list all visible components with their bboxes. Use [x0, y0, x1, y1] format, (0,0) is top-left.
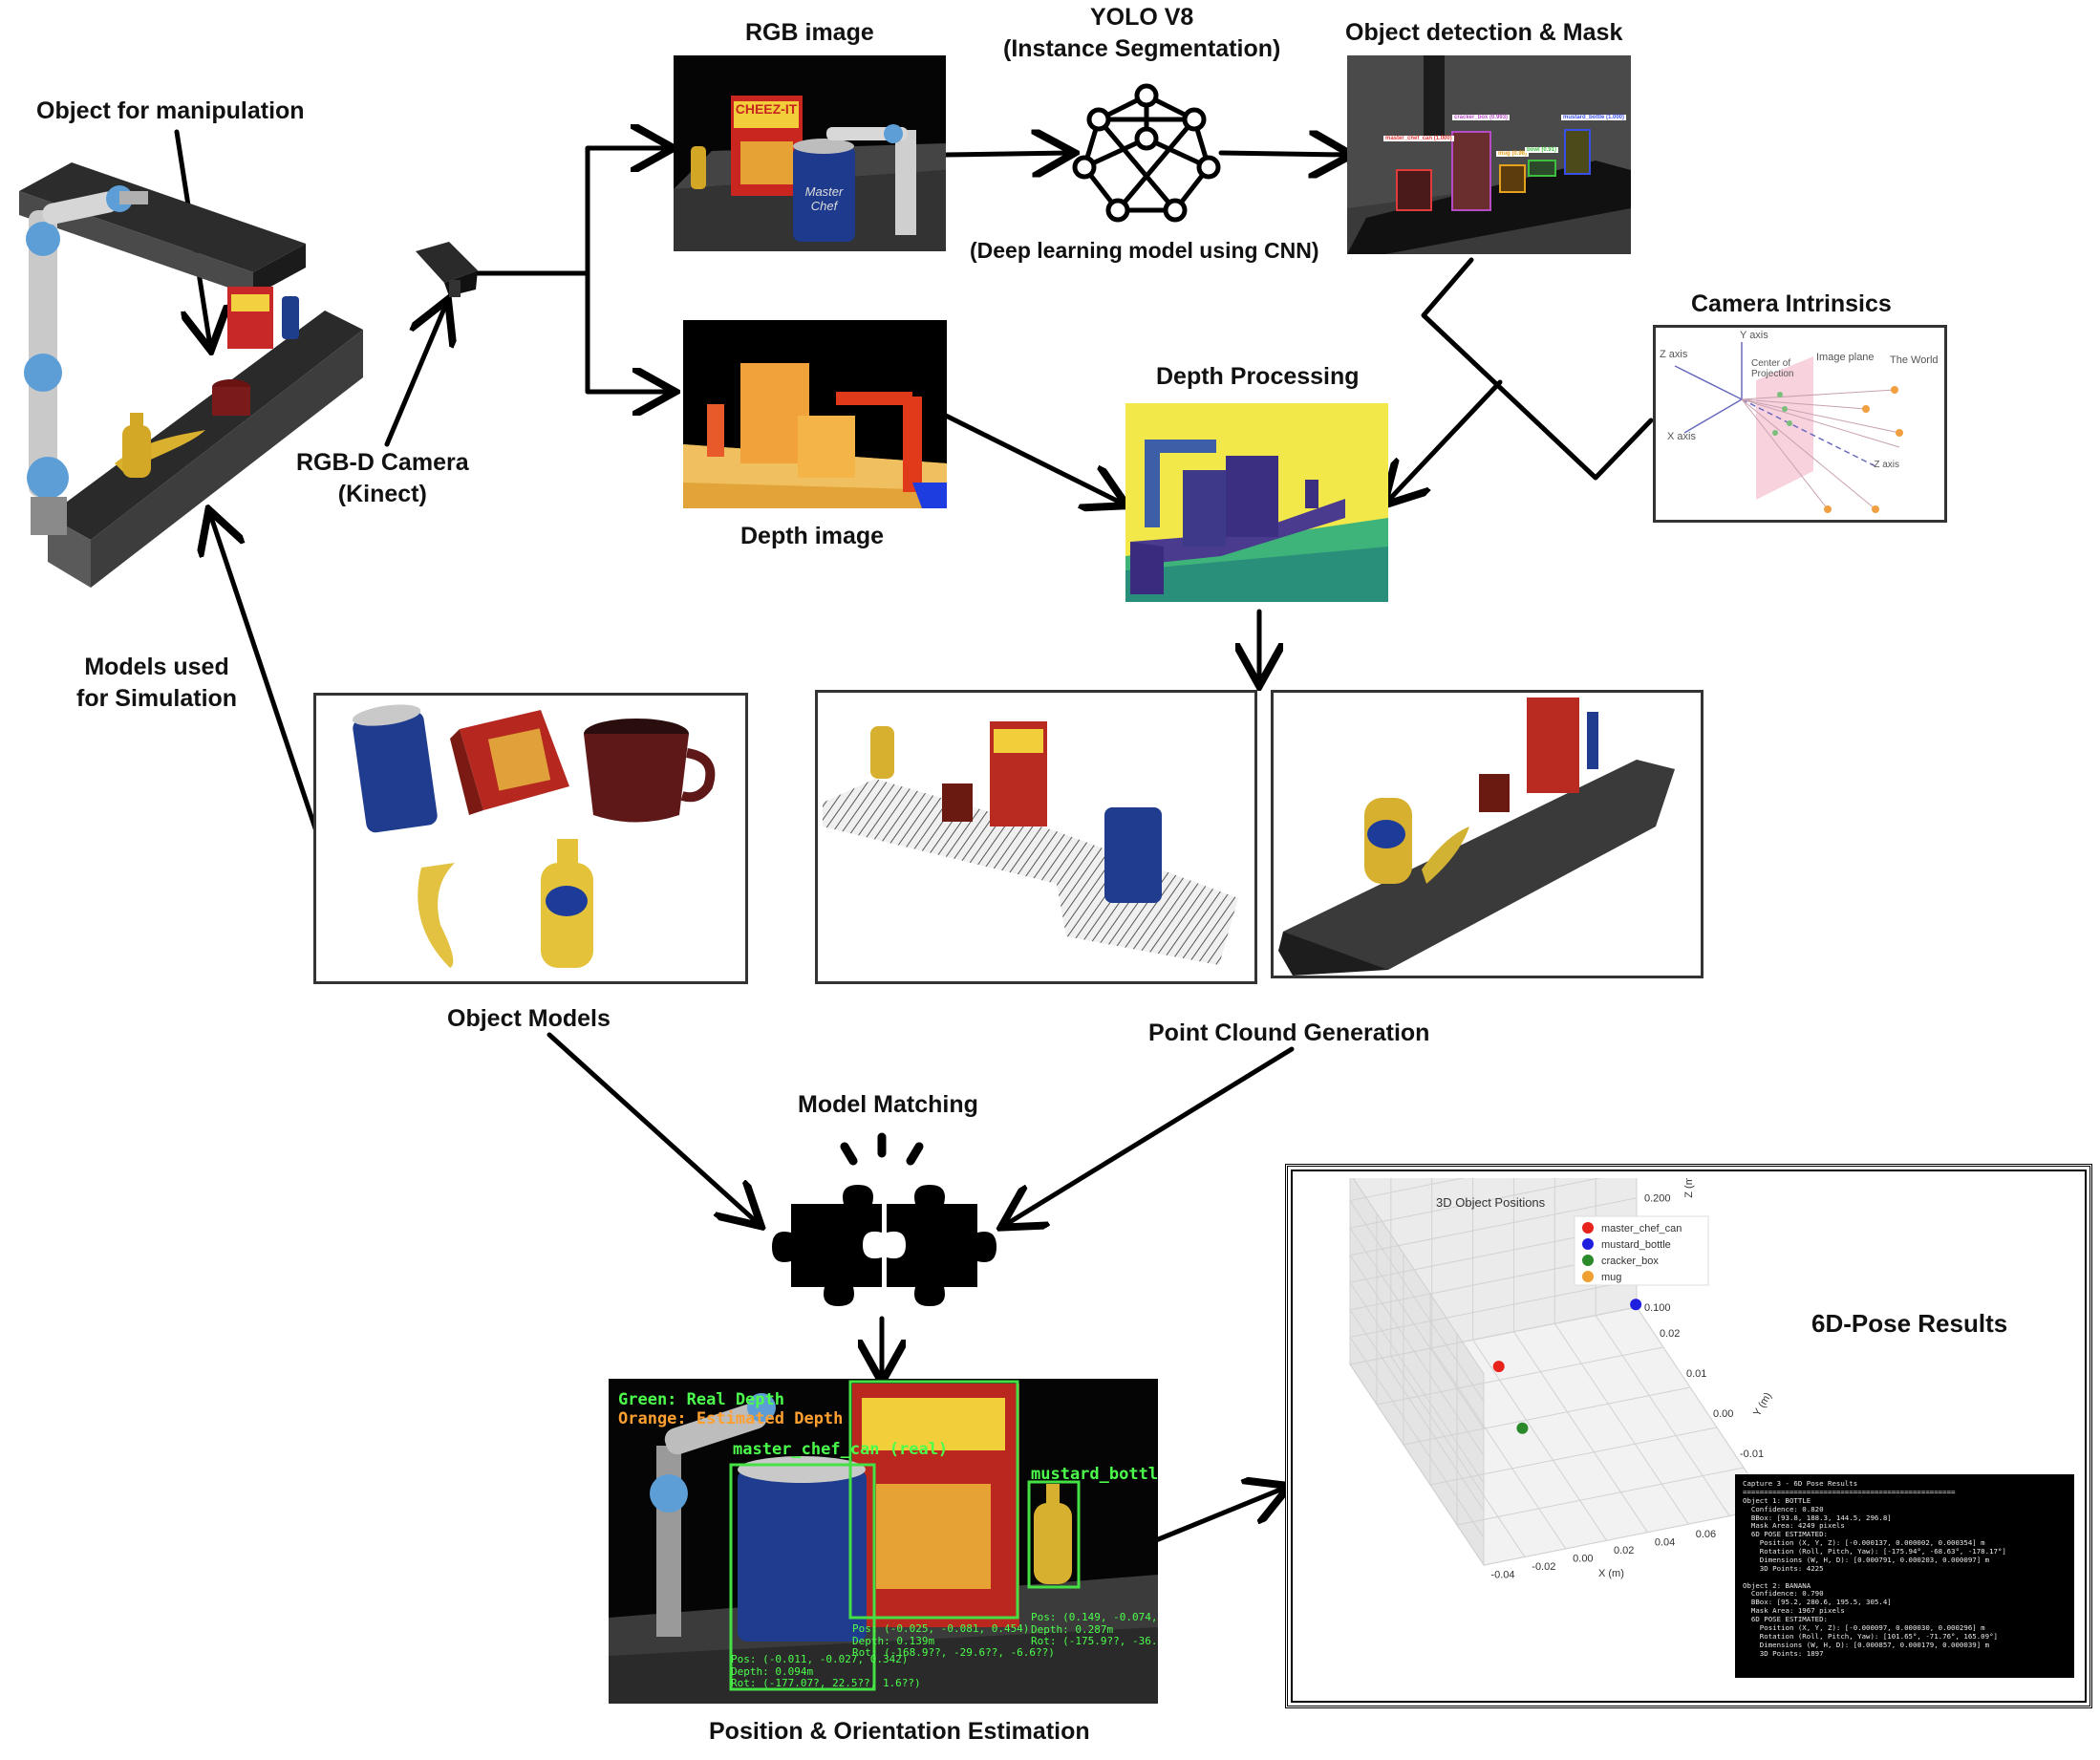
chart-title: 3D Object Positions [1436, 1195, 1546, 1210]
results-console: Capture 3 - 6D Pose Results ============… [1735, 1474, 2074, 1678]
legend-entry: cracker_box [1601, 1256, 1659, 1267]
x-tick-label: 0.00 [1573, 1554, 1593, 1565]
legend-estimated-depth: Orange: Estimated Depth [618, 1409, 844, 1428]
scatter-3d-chart: -0.04-0.020.000.020.040.060.08-0.02-0.01… [1349, 1178, 1790, 1581]
cheezit-brand-text: CHEEZ-IT [735, 101, 798, 117]
x-tick-label: 0.02 [1614, 1545, 1634, 1556]
models-used-label: Models used for Simulation [76, 654, 238, 712]
data-point-mustard_bottle [1630, 1299, 1642, 1311]
grid-line [1349, 1363, 1485, 1566]
camera-intrinsics-panel: Z axis Y axis X axis Center of Projectio… [1653, 325, 1947, 523]
puzzle-icon [772, 1132, 996, 1306]
grid-line [1390, 1356, 1526, 1557]
pose-estimation-panel: Green: Real Depth Orange: Estimated Dept… [609, 1379, 1158, 1704]
kinect-camera-icon [416, 242, 478, 297]
grid-line [1349, 1255, 1485, 1456]
depth-image-label: Depth image [740, 523, 885, 549]
grid-line [1513, 1331, 1648, 1533]
x-tick-label: 0.06 [1696, 1529, 1716, 1540]
z-axis-text: Z axis [1660, 349, 1688, 360]
grid-line [1431, 1347, 1567, 1550]
mustard-detection-label: mustard_bottle [1031, 1465, 1158, 1484]
depth-image-panel [683, 320, 947, 508]
object-detection-panel: master_chef_can (1.000) cracker_box (0.99… [1347, 55, 1631, 254]
z-tick-label: 0.200 [1644, 1193, 1671, 1205]
robot-simulation-scene [19, 162, 363, 588]
legend-marker [1582, 1222, 1594, 1234]
x-tick-label: -0.04 [1490, 1570, 1514, 1581]
object-detection-label: Object detection & Mask [1345, 19, 1623, 46]
legend-marker [1582, 1238, 1594, 1250]
yolo-caption-label: (Deep learning model using CNN) [970, 238, 1319, 263]
detection-tag: bowl (0.91) [1525, 147, 1559, 153]
world-text: The World [1890, 354, 1939, 366]
depth-processing-panel [1125, 403, 1388, 602]
position-orientation-label: Position & Orientation Estimation [709, 1718, 1090, 1745]
can-pose-text: Pos: (-0.011, -0.027, 0.342)Depth: 0.094… [731, 1653, 921, 1690]
image-plane-text: Image plane [1816, 352, 1875, 363]
model-matching-label: Model Matching [798, 1091, 978, 1118]
legend-entry: master_chef_can [1601, 1223, 1682, 1234]
grid-line [1472, 1340, 1607, 1541]
grid-line [1554, 1322, 1689, 1525]
detection-tag: master_chef_can (1.000) [1383, 136, 1454, 141]
x-axis-text: X axis [1667, 431, 1696, 442]
grid-line [1349, 1337, 1485, 1538]
y-tick-label: 0.02 [1660, 1328, 1680, 1340]
pose-results-title: 6D-Pose Results [1811, 1309, 2008, 1338]
grid-line [1456, 1467, 1745, 1526]
point-cloud-panel-2 [1271, 690, 1704, 978]
legend-entry: mug [1601, 1272, 1621, 1283]
rgbd-camera-label: RGB-D Camera (Kinect) [296, 449, 469, 507]
detection-tag: cracker_box (0.993) [1452, 115, 1511, 120]
z-axis-label: Z (m) [1683, 1178, 1695, 1198]
legend-real-depth: Green: Real Depth [618, 1390, 784, 1409]
y-axis-label: Y (m) [1751, 1390, 1774, 1418]
grid-line [1349, 1282, 1485, 1484]
object-models-label: Object Models [447, 1005, 611, 1032]
y-axis-text: Y axis [1740, 330, 1768, 341]
grid-line [1349, 1178, 1602, 1229]
rgb-image-label: RGB image [745, 19, 874, 46]
results-panel: -0.04-0.020.000.020.040.060.08-0.02-0.01… [1285, 1164, 2092, 1708]
camera-intrinsics-label: Camera Intrinsics [1691, 290, 1892, 317]
x-axis-label: X (m) [1598, 1568, 1624, 1579]
object-for-manipulation-label: Object for manipulation [36, 97, 305, 124]
box-pose-text: Pos: (-0.025, -0.081, 0.454)Depth: 0.139… [852, 1622, 1055, 1660]
grid-line [1483, 1507, 1771, 1566]
x-tick-label: 0.04 [1655, 1536, 1675, 1548]
legend-entry: mustard_bottle [1601, 1239, 1671, 1251]
detection-tag: mug (0.98) [1496, 151, 1530, 157]
point-cloud-panel-1 [815, 690, 1257, 984]
y-tick-label: 0.01 [1686, 1368, 1706, 1380]
data-point-master_chef_can [1492, 1361, 1505, 1373]
yolo-title-label: YOLO V8 (Instance Segmentation) [1003, 4, 1281, 62]
grid-line [1595, 1315, 1730, 1516]
grid-line [1349, 1178, 1466, 1202]
object-models-panel [313, 693, 748, 984]
grid-line [1352, 1178, 1485, 1375]
x-tick-label: -0.02 [1532, 1561, 1555, 1573]
rgb-image-panel: CHEEZ-IT Master Chef [674, 55, 946, 251]
point-cloud-label: Point Clound Generation [1148, 1020, 1430, 1046]
legend-marker [1582, 1255, 1594, 1266]
grid-line [1349, 1227, 1485, 1429]
detection-tag: mustard_bottle (1.000) [1561, 115, 1627, 120]
neg-z-axis-text: -Z axis [1871, 460, 1899, 470]
legend-box [1574, 1215, 1709, 1286]
center-projection-text: Center of Projection [1751, 358, 1794, 379]
can-detection-label: master_chef_can (real) [733, 1440, 949, 1459]
grid-line [1349, 1200, 1485, 1402]
data-point-cracker_box [1516, 1422, 1529, 1434]
neural-network-icon [1072, 83, 1221, 223]
legend-marker [1582, 1271, 1594, 1282]
y-tick-label: 0.00 [1713, 1408, 1733, 1420]
grid-line [1349, 1309, 1485, 1512]
y-tick-label: -0.01 [1740, 1449, 1764, 1460]
z-tick-label: 0.100 [1644, 1302, 1671, 1314]
masterchef-brand-text: Master Chef [804, 184, 844, 213]
depth-processing-label: Depth Processing [1156, 363, 1360, 390]
